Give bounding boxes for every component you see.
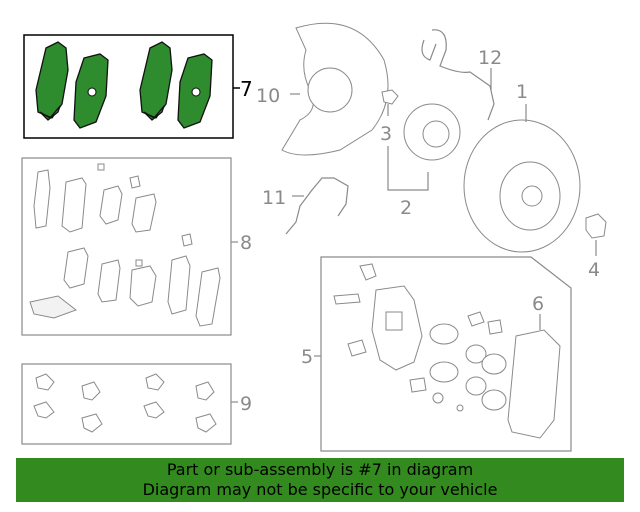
callout-11[interactable]: 11	[262, 187, 286, 209]
info-banner: Part or sub-assembly is #7 in diagram Di…	[16, 458, 624, 502]
rotor-group[interactable]: 1	[463, 81, 581, 253]
banner-line-1: Part or sub-assembly is #7 in diagram	[166, 460, 474, 479]
callout-4[interactable]: 4	[588, 259, 600, 281]
clip-kit-box	[21, 363, 232, 445]
brake-pad-left-outer	[35, 41, 69, 121]
dust-shield-center	[307, 67, 353, 113]
brake-pad-right-outer	[139, 41, 173, 121]
abs-sensor-group[interactable]: 12	[421, 29, 502, 121]
brake-pad-right-inner	[177, 53, 213, 129]
rotor-center	[521, 185, 543, 207]
abs-sensor-wire	[431, 29, 495, 121]
shim-parts	[29, 163, 221, 327]
callout-3[interactable]: 3	[380, 123, 392, 145]
hub-bearing-group[interactable]: 3 2	[380, 89, 461, 219]
callout-2[interactable]: 2	[400, 197, 412, 219]
brake-hose	[285, 177, 349, 235]
callout-5[interactable]: 5	[301, 346, 313, 368]
callout-8[interactable]: 8	[240, 232, 252, 254]
caliper-group[interactable]: 5 6	[301, 256, 572, 452]
hub-bolt	[381, 89, 399, 105]
lug-nut	[585, 213, 607, 239]
clip-parts	[33, 373, 217, 433]
callout-12[interactable]: 12	[478, 47, 502, 69]
banner-line-2: Diagram may not be specific to your vehi…	[142, 480, 498, 499]
callout-1[interactable]: 1	[516, 81, 528, 103]
clip-kit-group[interactable]: 9	[21, 363, 252, 445]
hub-center	[422, 120, 450, 148]
caliper-parts	[333, 263, 561, 439]
callout-10[interactable]: 10	[256, 85, 280, 107]
shim-kit-group[interactable]: 8	[21, 157, 252, 336]
lug-nut-group[interactable]: 4	[585, 213, 607, 281]
callout-9[interactable]: 9	[240, 393, 252, 415]
dust-shield-group[interactable]: 10	[256, 22, 389, 156]
callout-2-bracket	[387, 146, 429, 191]
brake-pad-left-inner	[73, 53, 109, 129]
brake-hose-group[interactable]: 11	[262, 177, 349, 235]
callout-6[interactable]: 6	[532, 293, 544, 315]
abs-sensor-wire-2	[421, 39, 437, 61]
callout-7[interactable]: 7	[240, 77, 253, 101]
brake-pad-kit-group[interactable]: 7	[23, 34, 253, 139]
